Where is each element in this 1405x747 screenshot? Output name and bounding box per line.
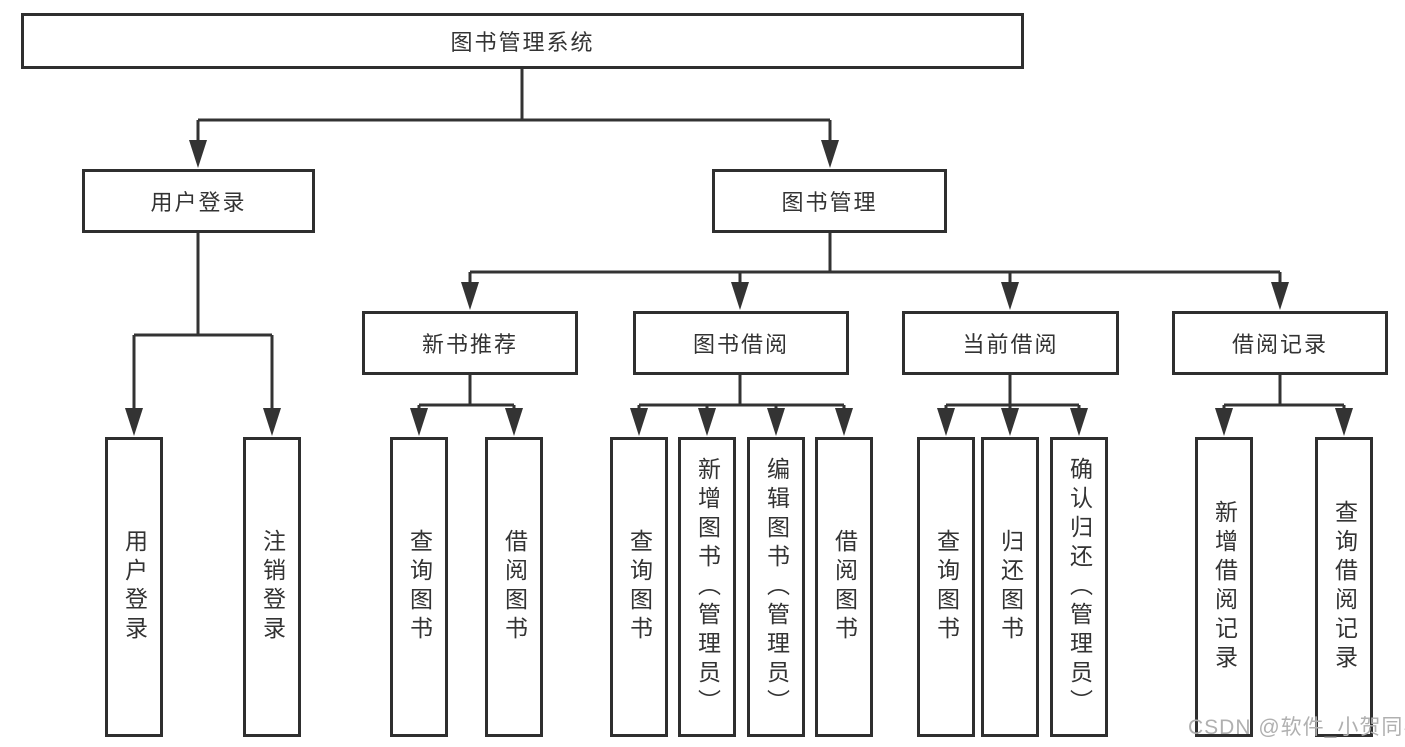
node-root: 图书管理系统	[21, 13, 1024, 69]
leaf-query-borrow-record: 查询借阅记录	[1315, 437, 1373, 737]
node-borrow-records: 借阅记录	[1172, 311, 1388, 375]
node-new-book-recommend-label: 新书推荐	[421, 332, 518, 357]
node-book-borrow-label: 图书借阅	[692, 332, 789, 357]
leaf-query-books-recommend-label: 查询图书	[406, 529, 433, 645]
leaf-borrow-books-recommend: 借阅图书	[485, 437, 543, 737]
leaf-confirm-return-admin-label: 确认归还（管理员）	[1066, 456, 1093, 718]
leaf-query-books-borrow-label: 查询图书	[626, 529, 653, 645]
leaf-borrow-books-label: 借阅图书	[831, 529, 858, 645]
leaf-query-books-recommend: 查询图书	[390, 437, 448, 737]
leaf-user-login-label: 用户登录	[121, 529, 148, 645]
connector-paths	[132, 69, 1346, 410]
leaf-add-borrow-record: 新增借阅记录	[1195, 437, 1253, 737]
leaf-add-books-admin: 新增图书（管理员）	[678, 437, 736, 737]
leaf-query-borrow-record-label: 查询借阅记录	[1331, 500, 1358, 674]
node-book-management-label: 图书管理	[781, 190, 878, 215]
leaf-confirm-return-admin: 确认归还（管理员）	[1050, 437, 1108, 737]
node-user-login: 用户登录	[82, 169, 315, 233]
node-borrow-records-label: 借阅记录	[1231, 332, 1328, 357]
node-current-borrow: 当前借阅	[902, 311, 1119, 375]
leaf-borrow-books-recommend-label: 借阅图书	[501, 529, 528, 645]
leaf-logout-label: 注销登录	[259, 529, 286, 645]
leaf-query-books-current: 查询图书	[917, 437, 975, 737]
leaf-edit-books-admin-label: 编辑图书（管理员）	[763, 456, 790, 718]
node-user-login-label: 用户登录	[150, 190, 247, 215]
leaf-query-books-current-label: 查询图书	[933, 529, 960, 645]
leaf-add-books-admin-label: 新增图书（管理员）	[694, 456, 721, 718]
node-current-borrow-label: 当前借阅	[962, 332, 1059, 357]
node-book-management: 图书管理	[712, 169, 947, 233]
leaf-logout: 注销登录	[243, 437, 301, 737]
arrowhead-icons	[125, 140, 1353, 436]
watermark: CSDN @软件_小贺同学	[1188, 716, 1405, 739]
leaf-return-books: 归还图书	[981, 437, 1039, 737]
node-root-label: 图书管理系统	[450, 30, 595, 55]
leaf-borrow-books: 借阅图书	[815, 437, 873, 737]
leaf-add-borrow-record-label: 新增借阅记录	[1211, 500, 1238, 674]
leaf-return-books-label: 归还图书	[997, 529, 1024, 645]
leaf-user-login: 用户登录	[105, 437, 163, 737]
node-new-book-recommend: 新书推荐	[362, 311, 578, 375]
leaf-edit-books-admin: 编辑图书（管理员）	[747, 437, 805, 737]
node-book-borrow: 图书借阅	[633, 311, 849, 375]
leaf-query-books-borrow: 查询图书	[610, 437, 668, 737]
